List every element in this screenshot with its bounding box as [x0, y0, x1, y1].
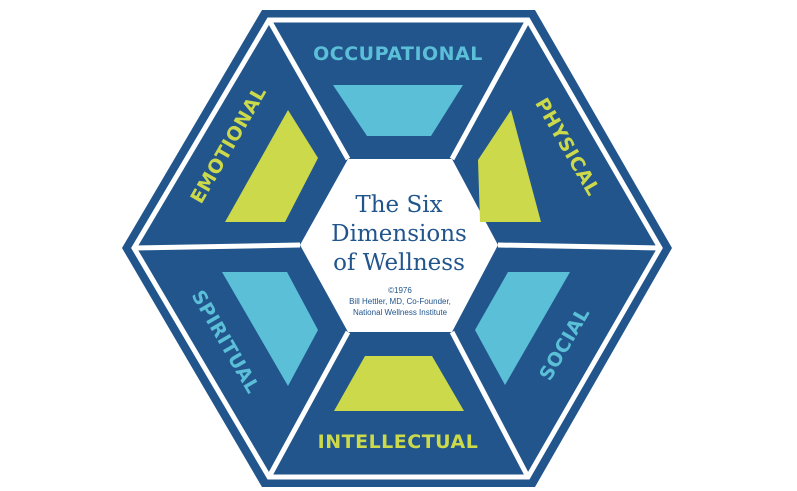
physical-trapezoid — [478, 110, 541, 222]
credit-line-2: Bill Hettler, MD, Co-Founder, — [349, 297, 451, 306]
credit-line-1: ©1976 — [388, 286, 412, 295]
panel-dividers — [133, 18, 661, 479]
occupational-label: OCCUPATIONAL — [313, 43, 483, 65]
occupational-trapezoid — [333, 85, 463, 136]
credit-line-3: National Wellness Institute — [353, 308, 448, 317]
title-line-3: of Wellness — [333, 250, 465, 276]
spiritual-trapezoid — [222, 272, 318, 386]
intellectual-trapezoid — [334, 356, 464, 411]
intellectual-label: INTELLECTUAL — [318, 431, 479, 453]
title-line-1: The Six — [355, 192, 442, 218]
title-line-2: Dimensions — [331, 221, 467, 247]
emotional-trapezoid — [225, 110, 318, 222]
center-hexagon — [300, 159, 498, 332]
social-trapezoid — [475, 272, 570, 385]
